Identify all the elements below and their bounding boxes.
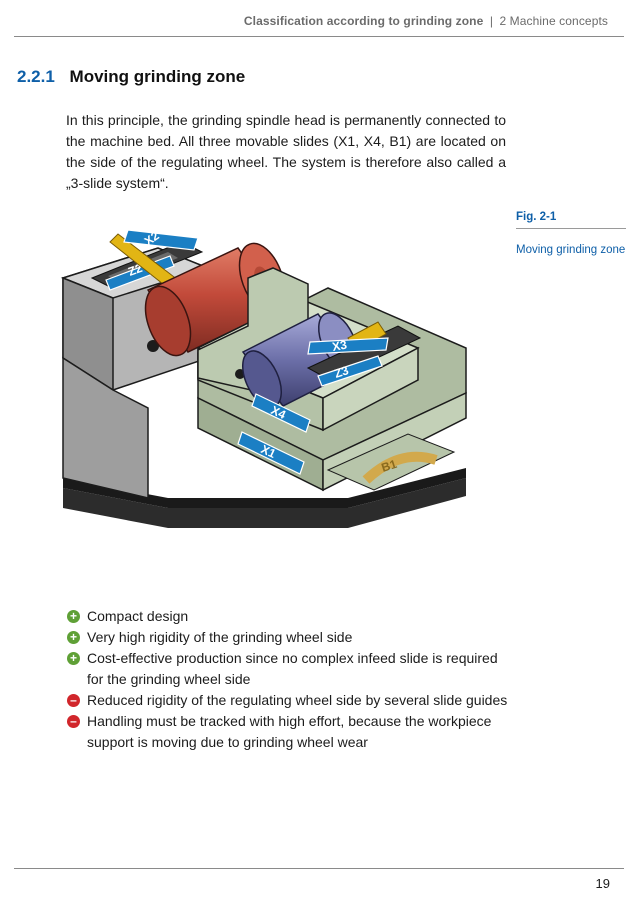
list-item-text: Compact design	[87, 608, 189, 624]
machine-illustration: Z2 X2	[60, 228, 467, 528]
list-item-text: Reduced rigidity of the regulating wheel…	[87, 692, 508, 708]
list-item-text: Handling must be tracked with high effor…	[87, 713, 492, 750]
section-title: Moving grinding zone	[69, 67, 246, 86]
list-item: + Very high rigidity of the grinding whe…	[67, 627, 517, 648]
figure-caption-text: Moving grinding zone	[516, 244, 626, 256]
section-body-text: In this principle, the grinding spindle …	[66, 112, 506, 191]
footer-rule	[14, 868, 624, 869]
plus-circle-icon: +	[67, 652, 80, 665]
plus-circle-icon: +	[67, 610, 80, 623]
arrow-x3: X3	[307, 337, 389, 355]
machine-base	[63, 468, 466, 528]
label-x3: X3	[331, 338, 348, 354]
arrow-x2: X2	[123, 228, 199, 251]
pros-cons-list: + Compact design + Very high rigidity of…	[67, 606, 517, 753]
list-item-text: Cost-effective production since no compl…	[87, 650, 498, 687]
label-b1: B1	[380, 457, 399, 475]
list-item: – Handling must be tracked with high eff…	[67, 711, 517, 753]
minus-circle-icon: –	[67, 715, 80, 728]
running-header: Classification according to grinding zon…	[244, 14, 608, 28]
section-number: 2.2.1	[17, 67, 55, 86]
figure-moving-grinding-zone: Z2 X2	[48, 208, 478, 583]
plus-circle-icon: +	[67, 631, 80, 644]
section-heading: 2.2.1 Moving grinding zone	[17, 67, 245, 87]
label-z3: Z3	[333, 363, 351, 381]
arrow-x4: X4	[251, 393, 311, 433]
list-item: + Compact design	[67, 606, 517, 627]
running-header-section: Classification according to grinding zon…	[243, 14, 484, 28]
label-x4: X4	[269, 403, 289, 422]
figure-caption: Fig. 2-1 Moving grinding zone	[516, 211, 626, 259]
list-item: + Cost-effective production since no com…	[67, 648, 517, 690]
running-header-chapter: 2 Machine concepts	[499, 14, 608, 28]
header-rule	[14, 36, 624, 37]
list-item-text: Very high rigidity of the grinding wheel…	[87, 629, 353, 645]
minus-circle-icon: –	[67, 694, 80, 707]
list-item: – Reduced rigidity of the regulating whe…	[67, 690, 517, 711]
label-x1: X1	[259, 442, 279, 461]
arrow-x1: X1	[237, 431, 305, 475]
figure-label: Fig. 2-1	[516, 211, 626, 229]
arrow-z3: Z3	[317, 355, 383, 387]
running-header-separator: |	[489, 14, 494, 28]
page-number: 19	[595, 876, 610, 891]
rotary-b1: B1	[326, 433, 456, 491]
